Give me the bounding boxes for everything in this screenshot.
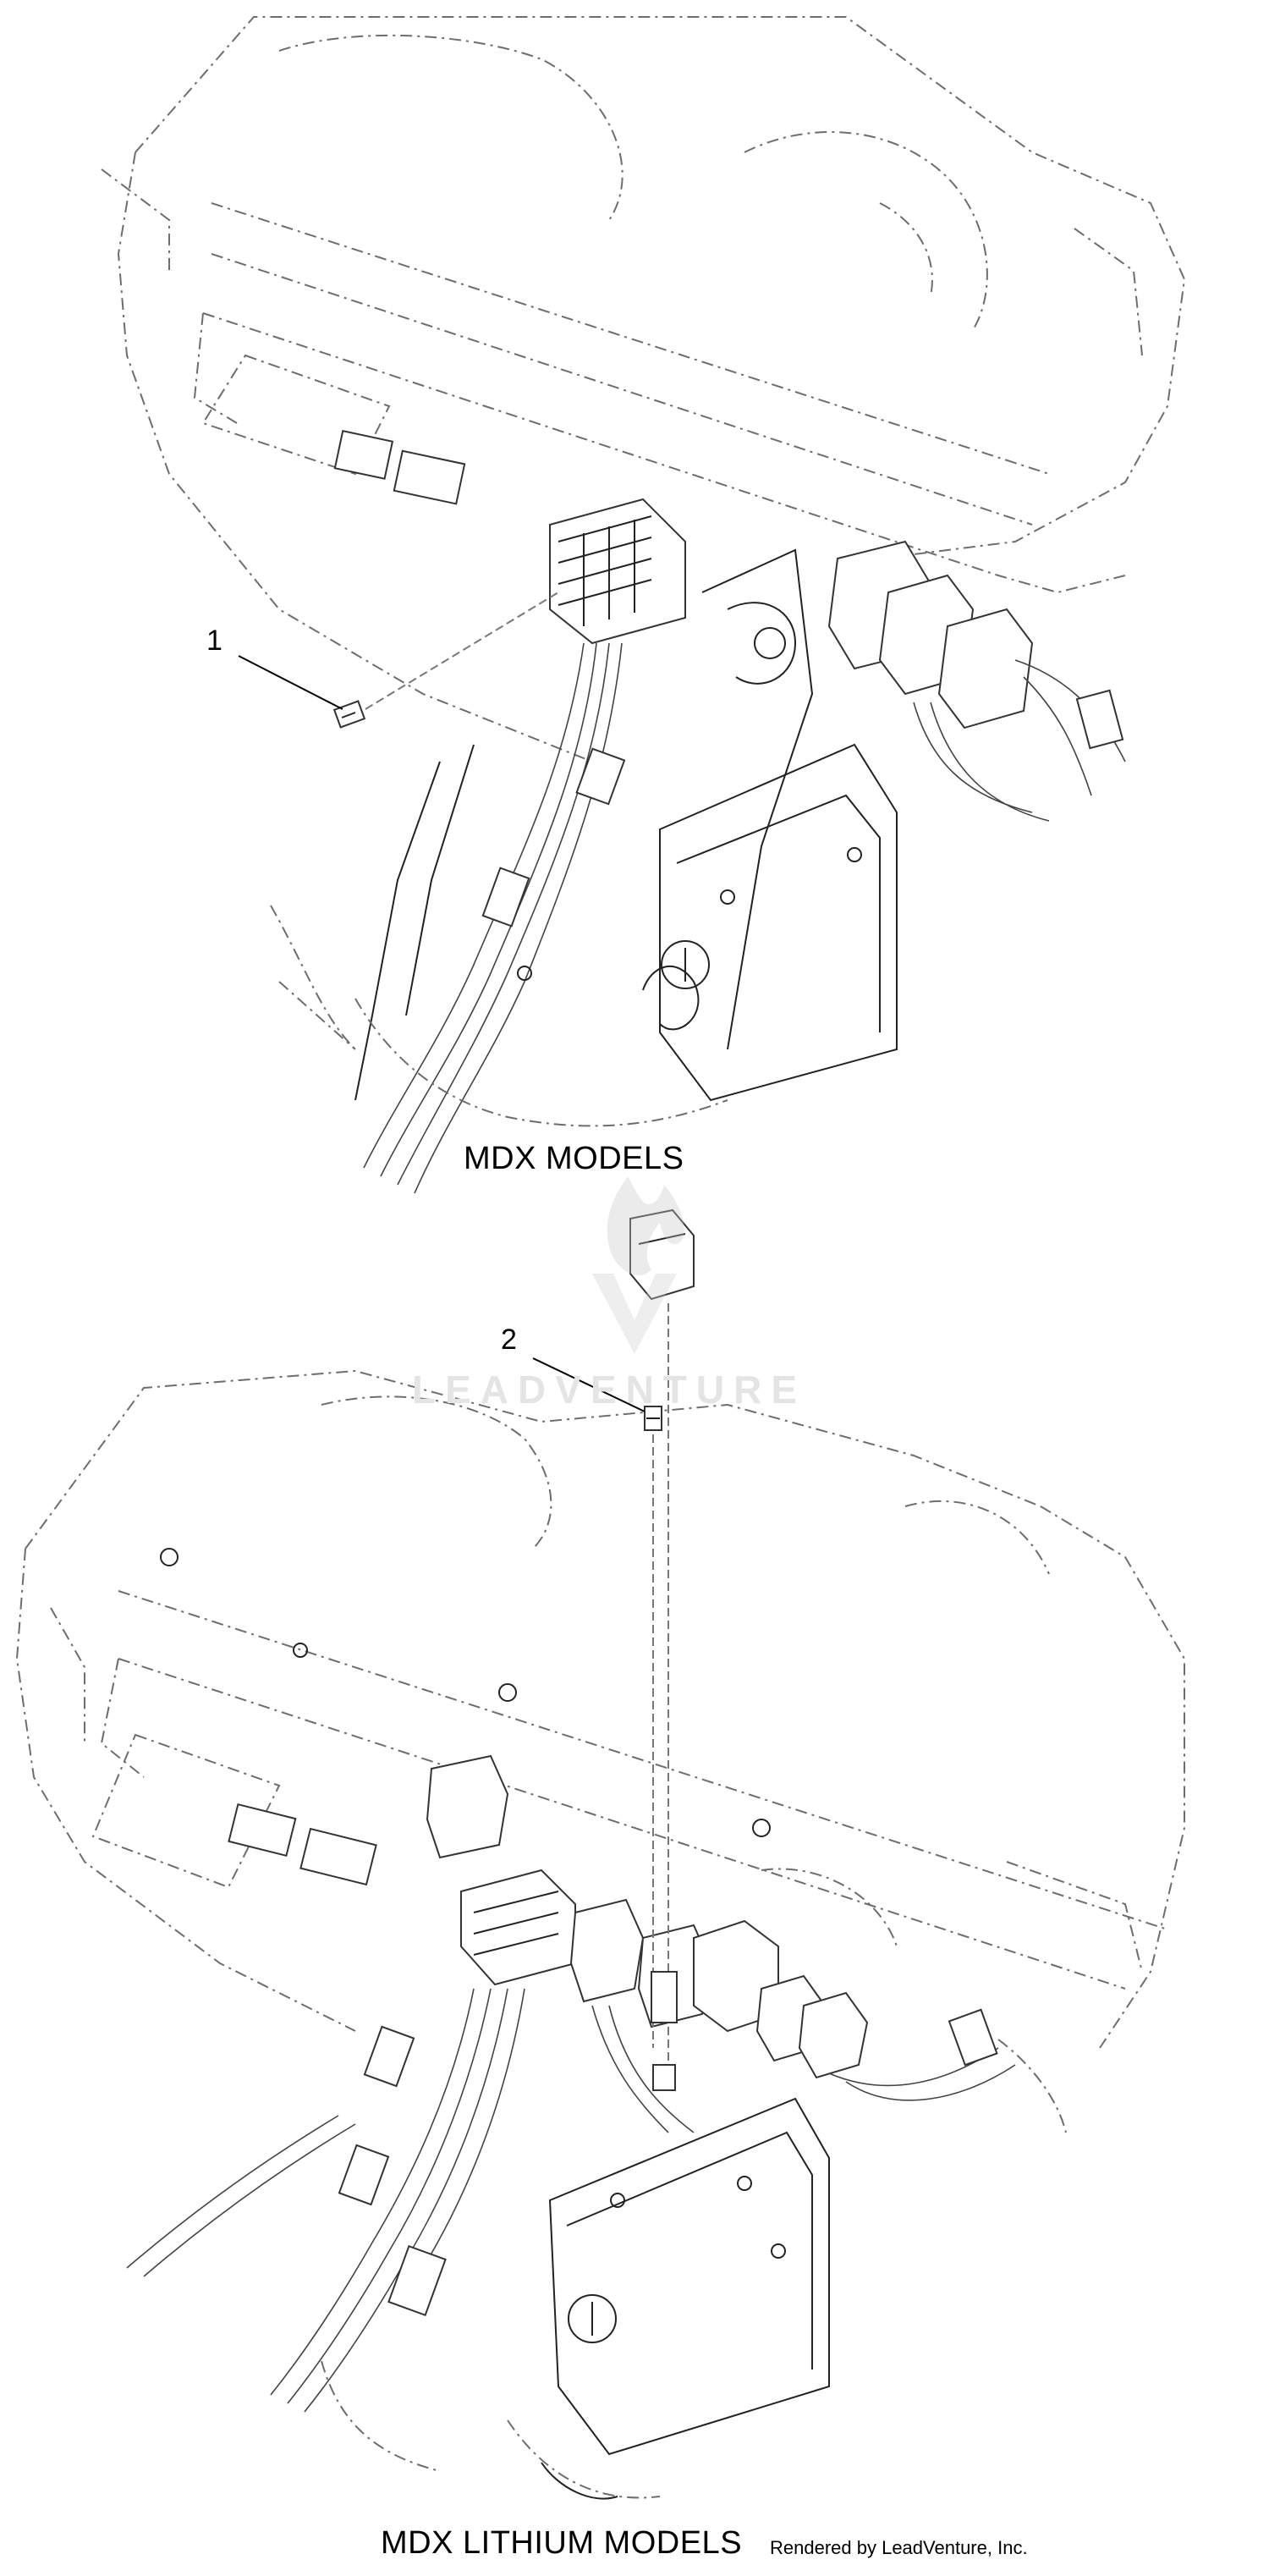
- rendered-by-credit: Rendered by LeadVenture, Inc.: [770, 2537, 1028, 2558]
- leadventure-flame-icon: [592, 1176, 684, 1354]
- callout-1: 1: [206, 625, 222, 657]
- mdx-lithium-models-caption: MDX LITHIUM MODELS: [381, 2525, 743, 2561]
- callout-2-leader: [532, 1357, 645, 1412]
- mdx-assembly-drawing: [101, 16, 1186, 1194]
- mdx-models-caption: MDX MODELS: [464, 1141, 684, 1176]
- callout-1-leader: [238, 655, 343, 710]
- leadventure-watermark: LEADVENTURE: [412, 1368, 807, 1412]
- mdx-lithium-assembly-drawing: [15, 1208, 1185, 2500]
- callout-2: 2: [501, 1324, 517, 1356]
